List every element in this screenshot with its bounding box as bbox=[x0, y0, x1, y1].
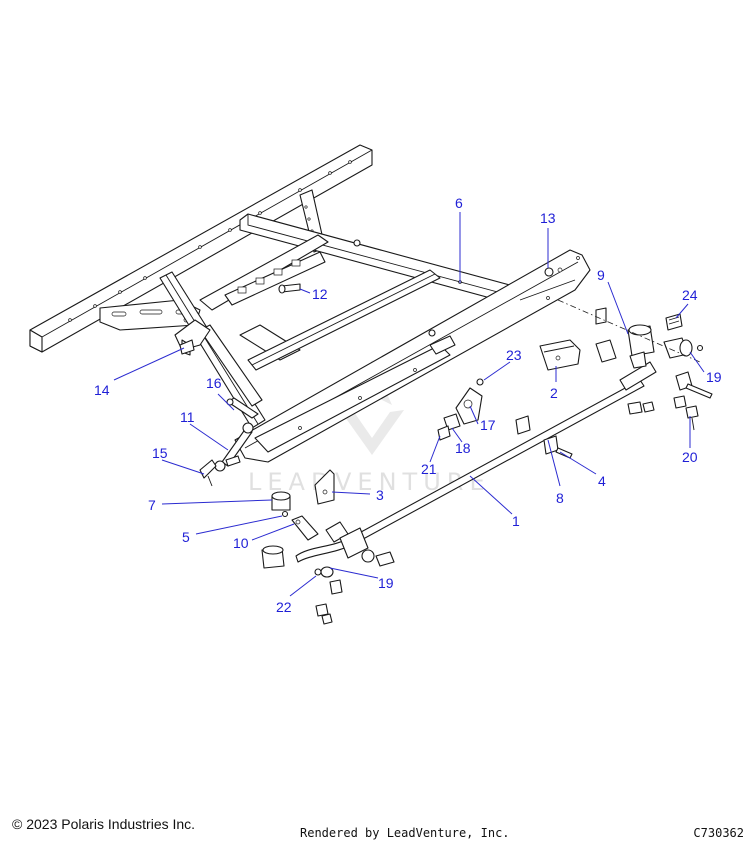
callout-labels: 1 2 3 4 5 6 7 8 9 10 11 12 13 14 15 16 1… bbox=[94, 195, 722, 615]
callout-7: 7 bbox=[148, 497, 156, 513]
part-22-bolt bbox=[314, 568, 343, 625]
callout-21: 21 bbox=[421, 461, 437, 477]
callout-13: 13 bbox=[540, 210, 556, 226]
callout-5: 5 bbox=[182, 529, 190, 545]
callout-14: 14 bbox=[94, 382, 110, 398]
callout-12: 12 bbox=[312, 286, 328, 302]
part-1-torsion-bar bbox=[295, 361, 657, 563]
callout-9: 9 bbox=[597, 267, 605, 283]
callout-1: 1 bbox=[512, 513, 520, 529]
part-16-pin bbox=[226, 397, 259, 419]
part-17-clamp bbox=[437, 378, 484, 441]
part-7-bushing bbox=[271, 491, 291, 511]
callout-18: 18 bbox=[455, 440, 471, 456]
callout-20: 20 bbox=[682, 449, 698, 465]
leader-lines bbox=[113, 212, 705, 597]
frame-mid-braces bbox=[199, 234, 441, 407]
part-20-bolts bbox=[673, 395, 699, 431]
callout-8: 8 bbox=[556, 490, 564, 506]
part-13-nut bbox=[544, 267, 554, 277]
part-19-lower bbox=[320, 551, 395, 578]
callout-4: 4 bbox=[598, 473, 606, 489]
callout-17: 17 bbox=[480, 417, 496, 433]
frame-diagonal-brace bbox=[159, 271, 266, 429]
frame-nut bbox=[353, 239, 361, 247]
part-8-clamp bbox=[515, 415, 573, 459]
copyright-text: © 2023 Polaris Industries Inc. bbox=[12, 816, 196, 832]
callout-3: 3 bbox=[376, 487, 384, 503]
callout-2: 2 bbox=[550, 385, 558, 401]
centerline bbox=[557, 299, 701, 363]
callout-11: 11 bbox=[180, 409, 195, 425]
part-12-pin bbox=[278, 283, 301, 294]
part-10-link bbox=[291, 515, 319, 541]
diagram-code: C730362 bbox=[693, 826, 744, 840]
callout-6: 6 bbox=[455, 195, 463, 211]
frame-floor-strip bbox=[254, 335, 456, 453]
callout-23: 23 bbox=[506, 347, 522, 363]
part-2-bracket bbox=[539, 339, 617, 371]
callout-10: 10 bbox=[233, 535, 249, 551]
frame-nut-2 bbox=[428, 329, 436, 337]
callout-15: 15 bbox=[152, 445, 168, 461]
rendered-by-text: Rendered by LeadVenture, Inc. bbox=[300, 826, 510, 840]
callout-19-lower: 19 bbox=[378, 575, 394, 591]
frame-rear-rail bbox=[29, 144, 373, 353]
callout-19-upper: 19 bbox=[706, 369, 722, 385]
callout-16: 16 bbox=[206, 375, 222, 391]
part-19-upper bbox=[627, 337, 713, 415]
part-24-bracket bbox=[665, 313, 683, 331]
callout-24: 24 bbox=[682, 287, 698, 303]
part-3-bracket bbox=[314, 469, 335, 505]
frame-left-bracket bbox=[99, 299, 201, 331]
part-14-grommet bbox=[179, 339, 195, 355]
callout-22: 22 bbox=[276, 599, 292, 615]
part-5-screw bbox=[281, 510, 289, 518]
